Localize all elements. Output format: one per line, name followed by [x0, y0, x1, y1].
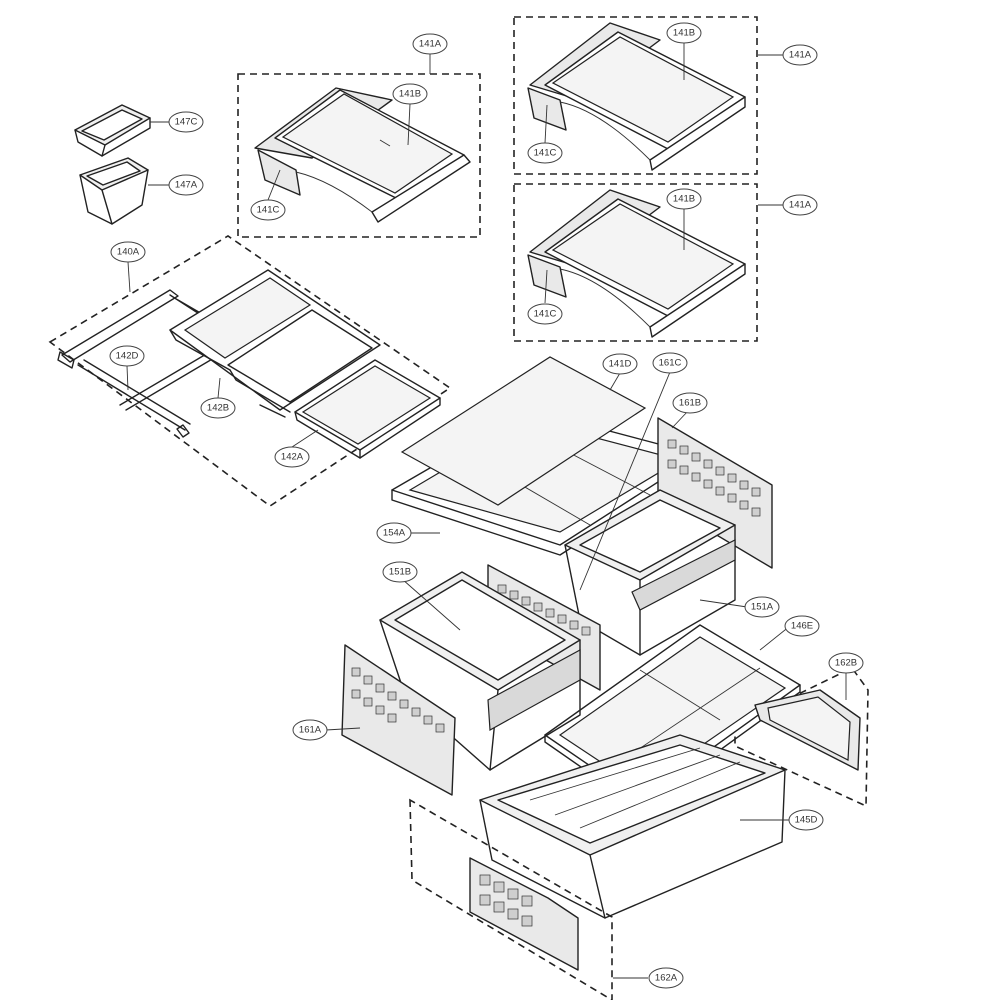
part-code: 141B [399, 89, 421, 100]
label-141D: 141D [602, 353, 638, 375]
group-box-141A-mid-right [513, 183, 758, 342]
part-code: 142B [207, 403, 229, 414]
label-147C: 147C [168, 111, 204, 133]
label-162B: 162B [828, 652, 864, 674]
label-161B: 161B [672, 392, 708, 414]
part-code: 145D [795, 815, 818, 826]
part-code: 141A [789, 50, 812, 61]
label-141C-top-right: 141C [527, 142, 563, 164]
label-141B-left: 141B [392, 83, 428, 105]
part-code: 141C [534, 309, 557, 320]
part-code: 161B [679, 398, 701, 409]
shelf-141B-left [254, 87, 471, 223]
bin-147C [74, 104, 151, 157]
label-147A: 147A [168, 174, 204, 196]
part-code: 142A [281, 452, 304, 463]
part-code: 141A [789, 200, 812, 211]
label-151B: 151B [382, 561, 418, 583]
shelf-141B-top-right [527, 22, 746, 171]
part-code: 146E [791, 621, 813, 632]
label-161A: 161A [292, 719, 328, 741]
part-code: 141B [673, 28, 695, 39]
group-box-140A [48, 235, 452, 507]
part-code: 141B [673, 194, 695, 205]
label-141C-mid-right: 141C [527, 303, 563, 325]
drawer-145D [479, 734, 786, 919]
label-142A: 142A [274, 446, 310, 468]
part-code: 151B [389, 567, 411, 578]
label-161C: 161C [652, 352, 688, 374]
label-162A: 162A [648, 967, 684, 989]
label-142B: 142B [200, 397, 236, 419]
crisper-151B [379, 571, 581, 771]
part-code: 147A [175, 180, 198, 191]
part-code: 141C [534, 148, 557, 159]
label-141A-top-right: 141A [782, 44, 818, 66]
guard-162B [754, 689, 861, 771]
part-code: 141C [257, 205, 280, 216]
shelf-142B [169, 269, 381, 413]
group-box-141A-top-right [513, 16, 758, 175]
label-142D: 142D [109, 345, 145, 367]
bin-147A [79, 157, 149, 225]
label-141B-top-right: 141B [666, 22, 702, 44]
leader-lines [126, 43, 847, 979]
part-code: 141D [609, 359, 632, 370]
label-154A: 154A [376, 522, 412, 544]
group-box-162B [734, 666, 869, 808]
side-panel-161A [341, 644, 456, 796]
part-code: 151A [751, 602, 774, 613]
part-code: 141A [419, 39, 442, 50]
label-140A: 140A [110, 241, 146, 263]
part-code: 162B [835, 658, 857, 669]
part-code: 147C [175, 117, 198, 128]
part-code: 142D [116, 351, 139, 362]
group-box-162A [409, 798, 613, 1000]
label-145D: 145D [788, 809, 824, 831]
part-code: 140A [117, 247, 140, 258]
part-code: 162A [655, 973, 678, 984]
label-141A-mid-right: 141A [782, 194, 818, 216]
label-141A-top: 141A [412, 33, 448, 55]
label-146E: 146E [784, 615, 820, 637]
part-code: 161A [299, 725, 322, 736]
cover-141D [400, 356, 647, 506]
label-141C-left: 141C [250, 199, 286, 221]
side-panel-161B [657, 417, 773, 569]
part-code: 154A [383, 528, 406, 539]
label-141B-mid-right: 141B [666, 188, 702, 210]
shelf-141B-mid-right [527, 189, 746, 338]
label-151A: 151A [744, 596, 780, 618]
crisper-151A [564, 489, 736, 656]
guard-162A [469, 857, 579, 971]
part-code: 161C [659, 358, 682, 369]
group-box-141A-top [237, 73, 481, 238]
shelf-142A [294, 359, 441, 459]
